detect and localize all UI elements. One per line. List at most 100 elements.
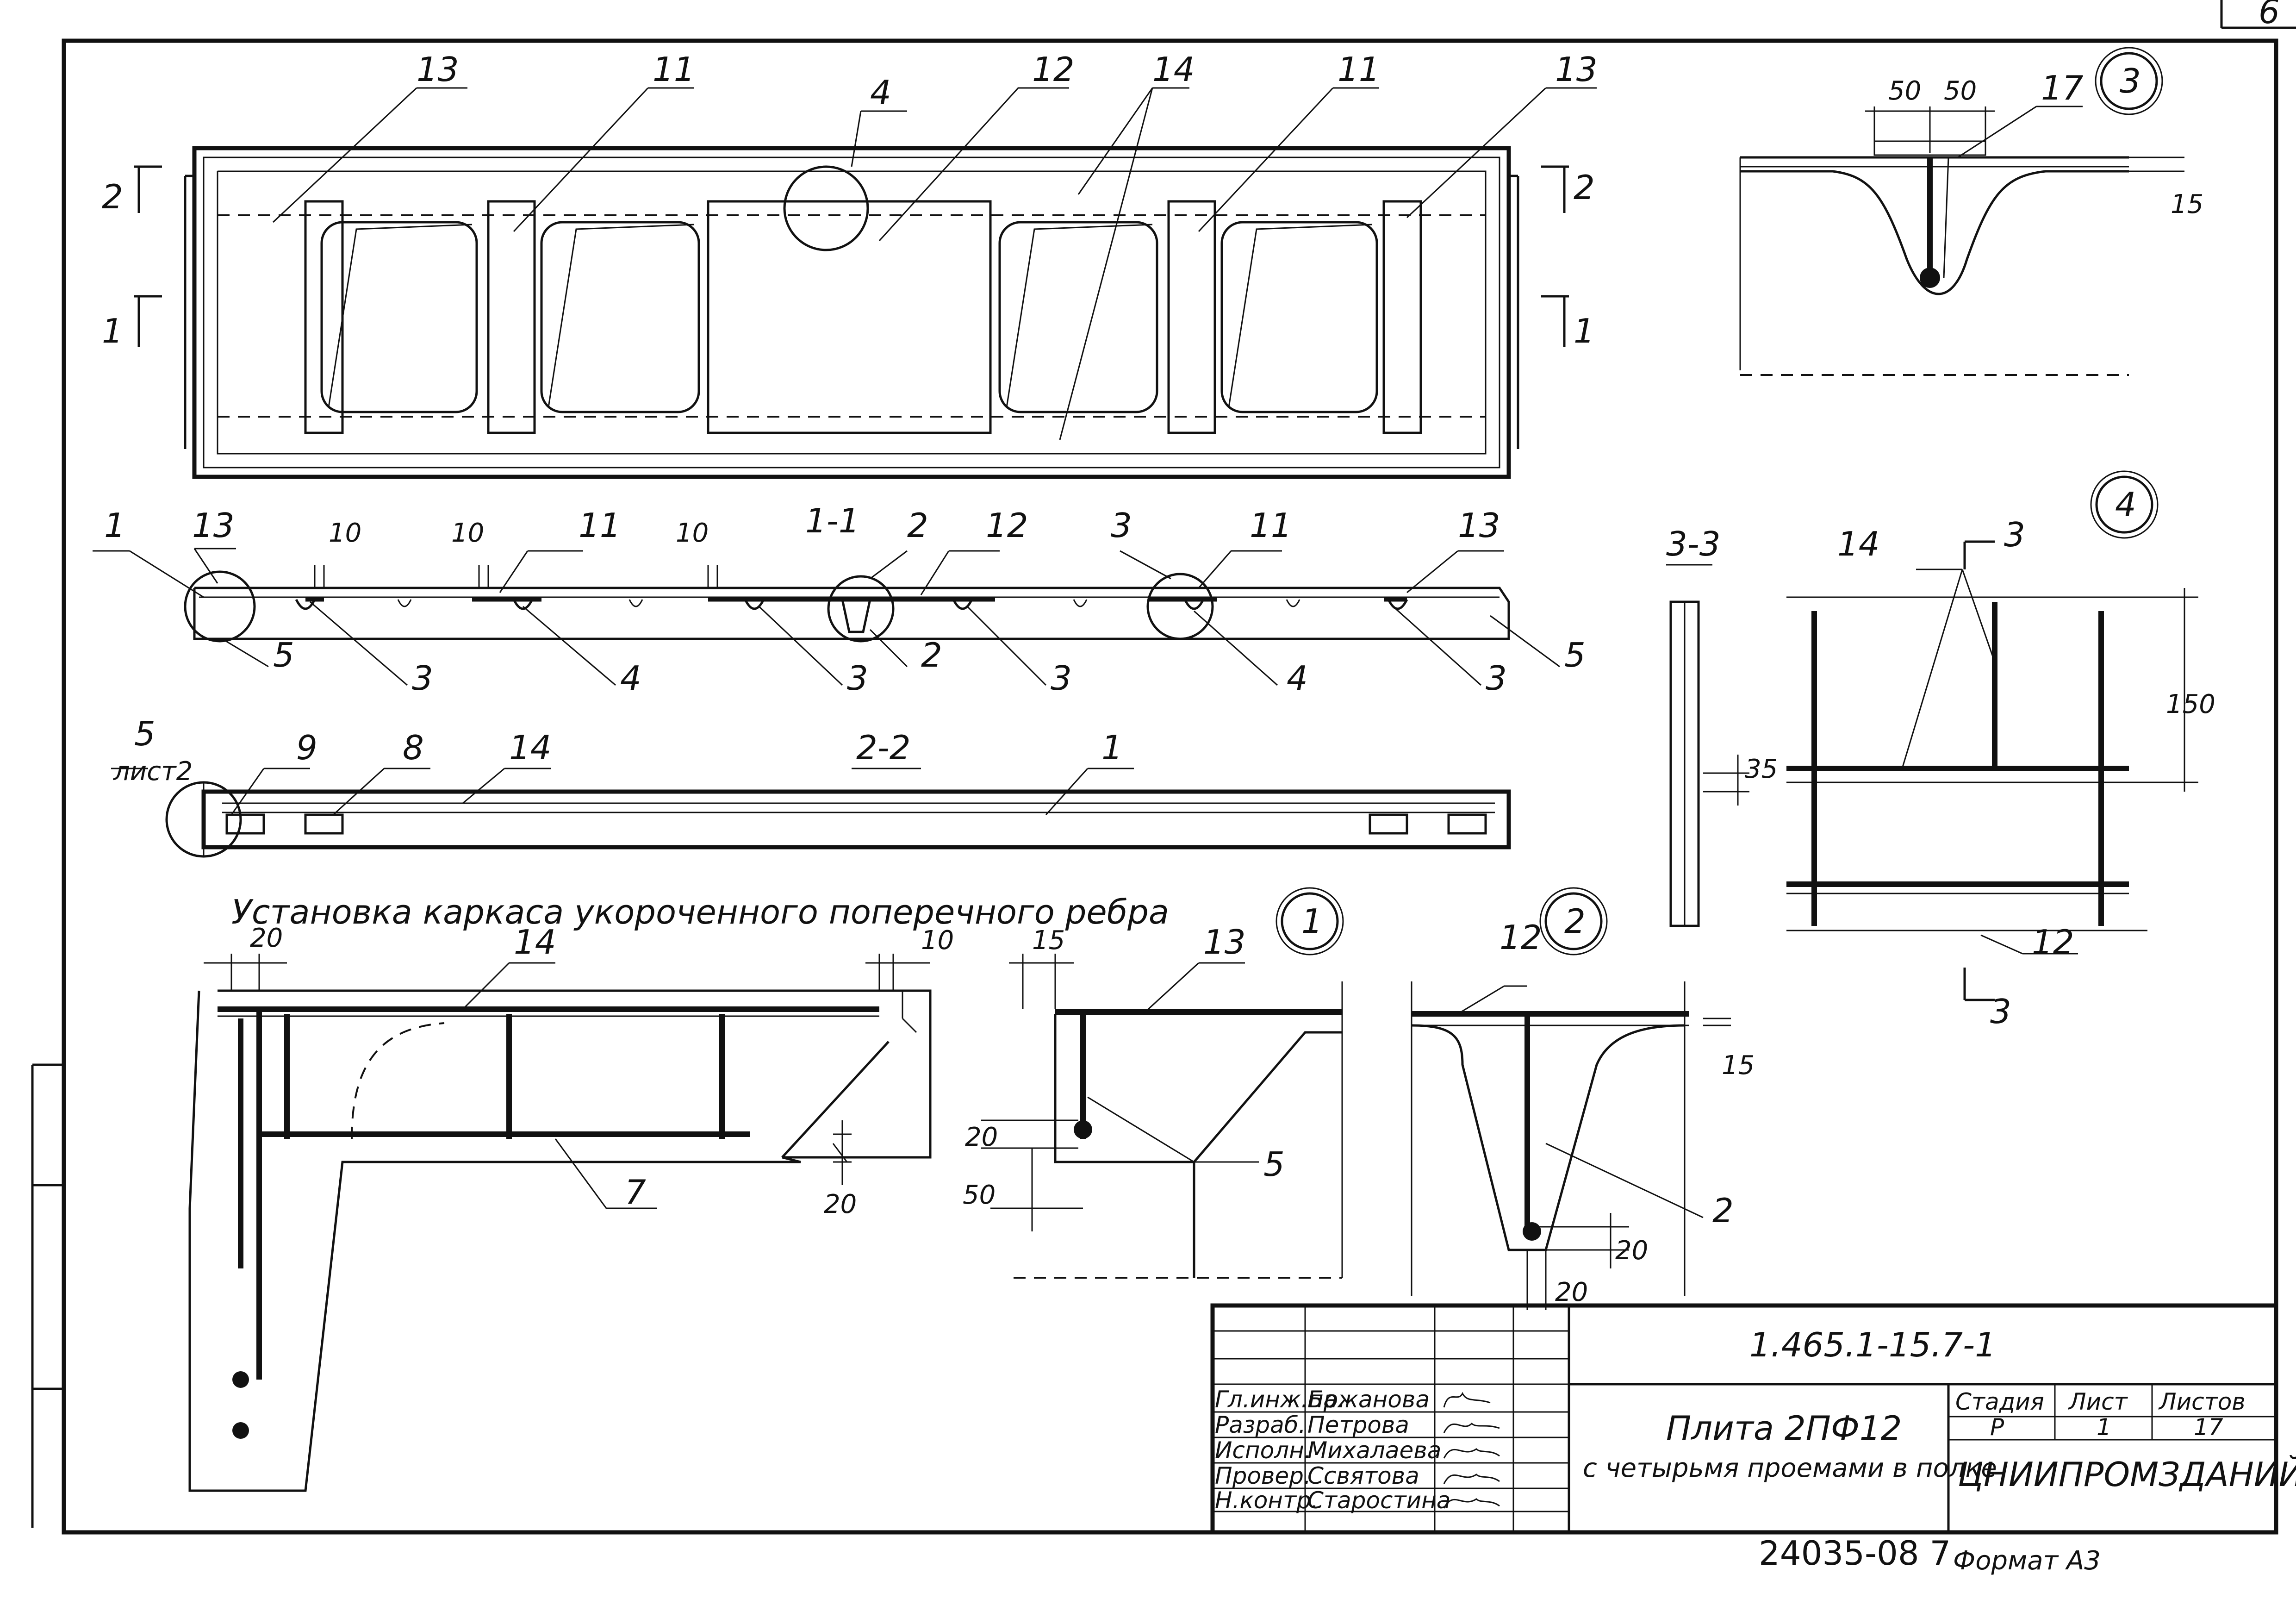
- section-3-3-title: 3-3: [1666, 525, 1721, 563]
- detail-3-id: 3: [2120, 62, 2141, 100]
- name-starostina: Старостина: [1307, 1487, 1450, 1514]
- s11-label-1: 1: [104, 506, 125, 545]
- s22-label-1: 1: [1101, 728, 1123, 767]
- d4-label-14: 14: [1837, 525, 1880, 563]
- name-ssvyatova: Ссвятова: [1307, 1462, 1419, 1489]
- inset-label-20b: 20: [824, 1189, 857, 1219]
- d4-label-3b: 3: [1990, 992, 2011, 1031]
- s11-label-11a: 11: [579, 506, 621, 545]
- product-title: Плита 2ПФ12: [1666, 1409, 1902, 1448]
- role-norm-control: Н.контр.: [1215, 1487, 1319, 1514]
- archive-number: 24035-08 7: [1759, 1534, 1951, 1573]
- s11-label-12: 12: [986, 506, 1028, 545]
- s11-label-3b: 3: [412, 659, 433, 698]
- section-mark-2-right: 2: [1574, 168, 1595, 207]
- d4-label-12: 12: [2032, 923, 2074, 962]
- name-bazhanova: Бажанова: [1307, 1386, 1430, 1413]
- section-mark-2-left: 2: [102, 177, 123, 216]
- callout-plan-13a: 13: [417, 50, 459, 89]
- section-2-2: [111, 768, 1511, 858]
- product-subtitle: с четырьмя проемами в полке: [1583, 1453, 1997, 1483]
- s22-ref-sheet: лист2: [113, 756, 193, 787]
- callout-plan-12: 12: [1032, 50, 1075, 89]
- s22-label-9: 9: [296, 728, 317, 767]
- sheet-value: 1: [2097, 1414, 2111, 1441]
- binding-strip: [31, 1063, 65, 1528]
- s11-label-10a: 10: [329, 518, 361, 548]
- s11-label-10b: 10: [451, 518, 484, 548]
- s11-label-13b: 13: [1458, 506, 1500, 545]
- d1-label-50: 50: [963, 1180, 996, 1210]
- plan-view: [134, 87, 1597, 479]
- role-checker: Провер.: [1215, 1462, 1311, 1489]
- role-developer: Разраб.: [1215, 1412, 1306, 1438]
- inset-heading: Установка каркаса укороченного поперечно…: [231, 893, 1169, 931]
- section-2-2-title: 2-2: [856, 728, 911, 767]
- s11-label-13a: 13: [192, 506, 235, 545]
- s11-label-2a: 2: [907, 506, 928, 545]
- sheets-header: Листов: [2158, 1388, 2246, 1415]
- s11-label-4a: 4: [620, 659, 641, 698]
- callout-plan-14: 14: [1152, 50, 1195, 89]
- inset-rib-detail: [188, 954, 932, 1492]
- section-mark-1-left: 1: [102, 312, 123, 350]
- detail-3: [1739, 47, 2184, 376]
- s11-label-4b: 4: [1287, 659, 1308, 698]
- s11-label-11b: 11: [1250, 506, 1292, 545]
- section-mark-1-right: 1: [1574, 312, 1595, 350]
- detail-1: [981, 887, 1344, 1279]
- callout-plan-4: 4: [870, 73, 891, 112]
- d4-label-150: 150: [2166, 689, 2215, 719]
- s11-label-5b: 5: [1564, 636, 1586, 675]
- section-1-1-title: 1-1: [805, 501, 860, 540]
- stage-header: Стадия: [1955, 1388, 2044, 1415]
- drawing-frame: [62, 0, 2296, 1535]
- d3-label-50b: 50: [1944, 76, 1977, 106]
- callout-plan-11b: 11: [1338, 50, 1380, 89]
- name-petrova: Петрова: [1307, 1412, 1409, 1438]
- d4-label-3a: 3: [2004, 515, 2025, 554]
- section-3-3: [1666, 564, 1749, 927]
- s33-label-35: 35: [1745, 754, 1778, 784]
- role-executor: Исполн.: [1215, 1437, 1312, 1464]
- inset-label-20a: 20: [250, 923, 283, 953]
- detail-1-id: 1: [1301, 902, 1323, 941]
- d1-label-13: 13: [1203, 923, 1246, 962]
- d1-label-20: 20: [965, 1122, 998, 1152]
- format-label: Формат А3: [1953, 1546, 2101, 1576]
- detail-4: [1786, 470, 2198, 1001]
- title-block-code: 1.465.1-15.7-1: [1749, 1325, 1996, 1364]
- d2-label-20b: 20: [1555, 1277, 1588, 1307]
- inset-label-7: 7: [625, 1173, 646, 1212]
- title-block: [1210, 1303, 2278, 1535]
- s22-ref-number: 5: [134, 714, 156, 753]
- d2-label-15: 15: [1722, 1050, 1755, 1081]
- d2-label-20a: 20: [1615, 1236, 1648, 1266]
- section-1-1: [93, 548, 1560, 686]
- inset-label-14: 14: [514, 923, 556, 962]
- role-chief-engineer: Гл.инж.пр.: [1215, 1386, 1345, 1413]
- detail-2-id: 2: [1564, 902, 1586, 941]
- sheets-value: 17: [2194, 1414, 2223, 1441]
- d3-label-50a: 50: [1888, 76, 1921, 106]
- detail-2: [1411, 887, 1731, 1310]
- sheet-header: Лист: [2068, 1388, 2128, 1415]
- s11-label-10c: 10: [676, 518, 709, 548]
- d3-label-15: 15: [2171, 189, 2203, 219]
- s11-label-3c: 3: [847, 659, 868, 698]
- signatures: [1443, 1392, 1500, 1509]
- sheet-corner-number: 6: [2259, 0, 2280, 31]
- s11-label-2b: 2: [921, 636, 942, 675]
- d1-label-5: 5: [1263, 1145, 1285, 1184]
- d2-label-12: 12: [1500, 918, 1542, 957]
- inset-label-10: 10: [921, 925, 954, 956]
- name-mikhalaeva: Михалаева: [1307, 1437, 1441, 1464]
- detail-4-id: 4: [2115, 485, 2136, 524]
- s11-label-5a: 5: [273, 636, 294, 675]
- callout-plan-11a: 11: [653, 50, 695, 89]
- s11-label-3a: 3: [1111, 506, 1132, 545]
- d1-label-15: 15: [1032, 925, 1065, 956]
- organization-name: ЦНИИПРОМЗДАНИЙ: [1958, 1455, 2296, 1494]
- d2-label-2: 2: [1712, 1191, 1734, 1230]
- s11-label-3e: 3: [1486, 659, 1507, 698]
